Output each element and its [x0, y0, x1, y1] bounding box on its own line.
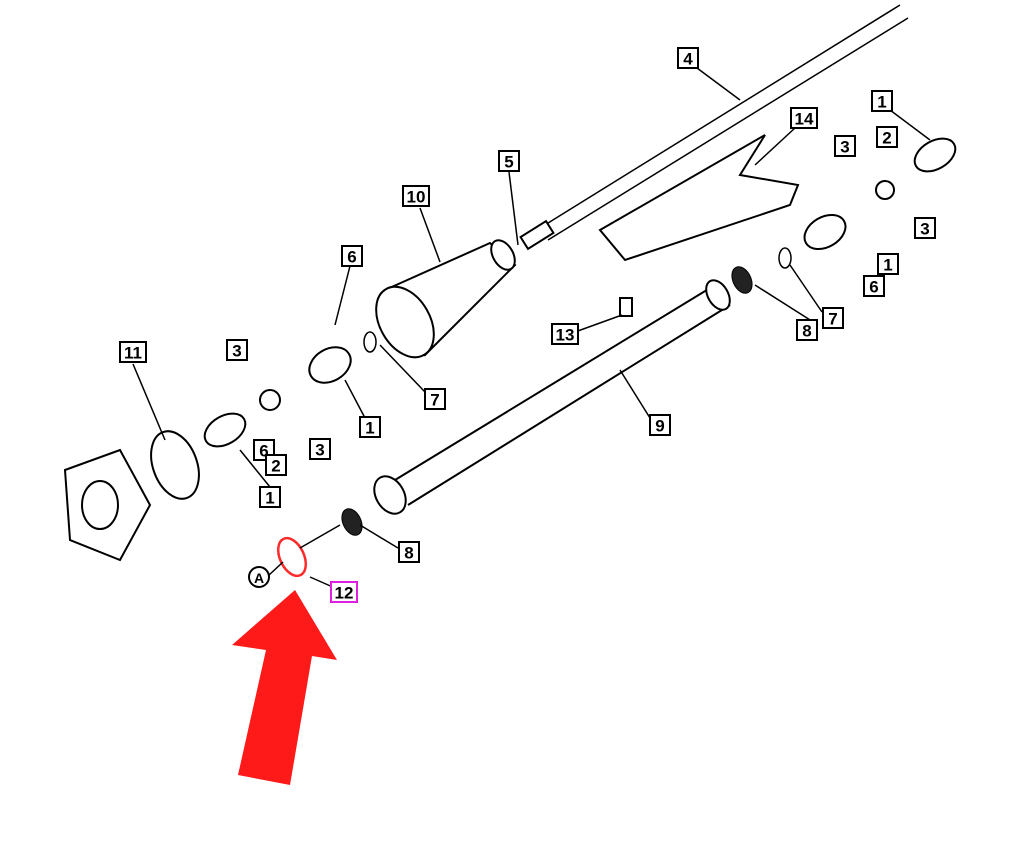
part-callout-number: 14: [795, 110, 814, 129]
part-callout-number: 1: [365, 419, 374, 438]
part-callout-number: 6: [259, 442, 268, 461]
part-callout-1: 1: [871, 90, 893, 112]
part-callout-number: 6: [347, 248, 356, 267]
part-callout-11: 11: [119, 341, 147, 363]
part-callout-number: 7: [828, 310, 837, 329]
part-callout-7: 7: [424, 388, 446, 410]
part-callout-4: 4: [677, 47, 699, 69]
part-callout-number: 1: [265, 489, 274, 508]
part-callout-number: 3: [840, 138, 849, 157]
part-callout-5: 5: [498, 150, 520, 172]
part-callout-2: 2: [265, 454, 287, 476]
snap-ring-12: [276, 536, 308, 578]
bearing-8: [341, 508, 363, 536]
part-callout-number: 3: [232, 342, 241, 361]
part-callout-1: 1: [259, 486, 281, 508]
part-callout-number: 2: [882, 129, 891, 148]
part-callout-number: 2: [271, 457, 280, 476]
bolt-13: [619, 297, 633, 317]
part-callout-6: 6: [863, 275, 885, 297]
part-callout-3: 3: [834, 135, 856, 157]
cover-10: [375, 239, 517, 359]
part-callout-number: 8: [802, 322, 811, 341]
part-callout-number: 5: [504, 153, 513, 172]
part-callout-number: 11: [124, 344, 142, 363]
joint-left: [203, 331, 377, 448]
part-callout-number: 8: [404, 544, 413, 563]
part-callout-8: 8: [796, 319, 818, 341]
part-callout-3: 3: [914, 217, 936, 239]
part-callout-3: 3: [309, 438, 331, 460]
part-callout-number: 9: [655, 417, 664, 436]
part-callout-number: 7: [430, 391, 439, 410]
red-arrow-pointer: [232, 590, 337, 785]
part-callout-number: 3: [920, 220, 929, 239]
part-callout-2: 2: [876, 126, 898, 148]
part-callout-10: 10: [402, 185, 430, 207]
part-callout-8: 8: [398, 541, 420, 563]
reference-marker-a: A: [248, 566, 270, 588]
part-callout-7: 7: [822, 307, 844, 329]
part-callout-14: 14: [790, 107, 818, 129]
bracket-14: [598, 134, 800, 262]
leader-lines: [132, 67, 931, 589]
flange-11: [63, 430, 200, 562]
shaft-4: [519, 4, 909, 251]
part-callout-number: 3: [315, 441, 324, 460]
part-callout-number: 10: [407, 188, 426, 207]
part-callout-1: 1: [359, 416, 381, 438]
tube-9: [373, 279, 731, 515]
part-callout-12: 12: [330, 581, 358, 603]
part-callout-3: 3: [226, 339, 248, 361]
part-callout-number: 1: [877, 93, 886, 112]
part-callout-number: 1: [883, 256, 892, 275]
part-callout-1: 1: [877, 253, 899, 275]
part-callout-number: 4: [683, 50, 693, 69]
part-callout-number: 6: [869, 278, 878, 297]
joint-right: [778, 137, 957, 269]
svg-text:A: A: [254, 570, 264, 586]
part-callout-9: 9: [649, 414, 671, 436]
part-callout-number: 12: [335, 584, 354, 603]
part-callout-13: 13: [551, 323, 579, 345]
part-callout-number: 13: [556, 326, 575, 345]
part-callout-6: 6: [341, 245, 363, 267]
bearing-8: [731, 266, 753, 294]
